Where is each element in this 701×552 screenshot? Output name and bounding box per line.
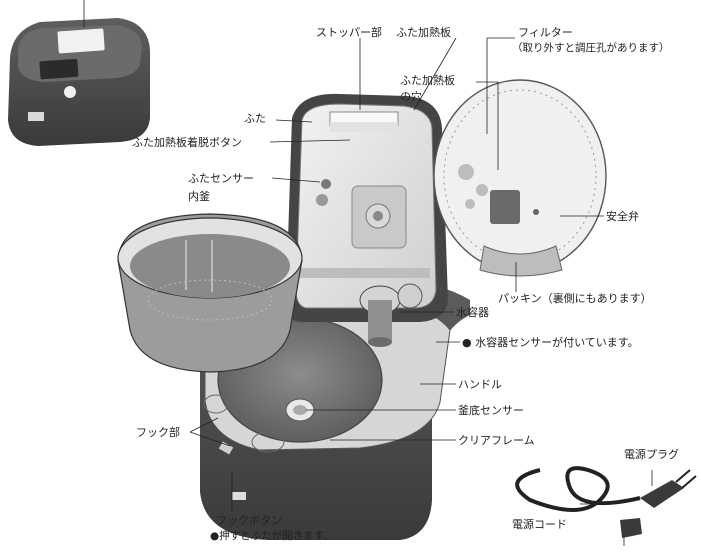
label-lid: ふた: [244, 112, 266, 125]
lid-heater-plate: [433, 79, 607, 277]
label-hook-button: フックボタン: [216, 514, 282, 527]
leader-lines: [189, 37, 653, 546]
thumbnail-cooker: [8, 0, 150, 146]
label-filter: フィルター: [518, 26, 573, 39]
label-packing: パッキン（裏側にもあります）: [498, 292, 652, 305]
label-inner-pot: 内釜: [188, 190, 210, 203]
label-clear-frame: クリアフレーム: [458, 434, 535, 447]
label-heater-hole-2: の穴: [400, 90, 422, 103]
label-water-container: 水容器: [456, 306, 489, 319]
label-stopper: ストッパー部: [316, 26, 382, 39]
inner-pot: [117, 213, 303, 373]
label-lid-sensor: ふたセンサー: [188, 172, 254, 185]
water-container: [359, 283, 423, 347]
label-safety-valve: 安全弁: [606, 210, 639, 223]
label-power-cord: 電源コード: [512, 518, 567, 531]
label-water-sensor-note: ● 水容器センサーが付いています。: [462, 336, 639, 349]
open-lid: [285, 93, 448, 322]
label-bottom-sensor: 釜底センサー: [458, 404, 524, 417]
label-handle: ハンドル: [458, 378, 502, 391]
label-lid-heater: ふた加熱板: [396, 26, 451, 39]
power-cord: [515, 466, 697, 538]
label-power-plug: 電源プラグ: [624, 448, 679, 461]
label-filter-note: （取り外すと調圧孔があります）: [512, 42, 670, 54]
label-hook: フック部: [136, 426, 180, 439]
label-heater-hole-1: ふた加熱板: [400, 74, 455, 87]
label-heater-release-button: ふた加熱板着脱ボタン: [132, 136, 242, 149]
label-hook-button-note: ●押すとふたが開きます。: [210, 530, 334, 542]
